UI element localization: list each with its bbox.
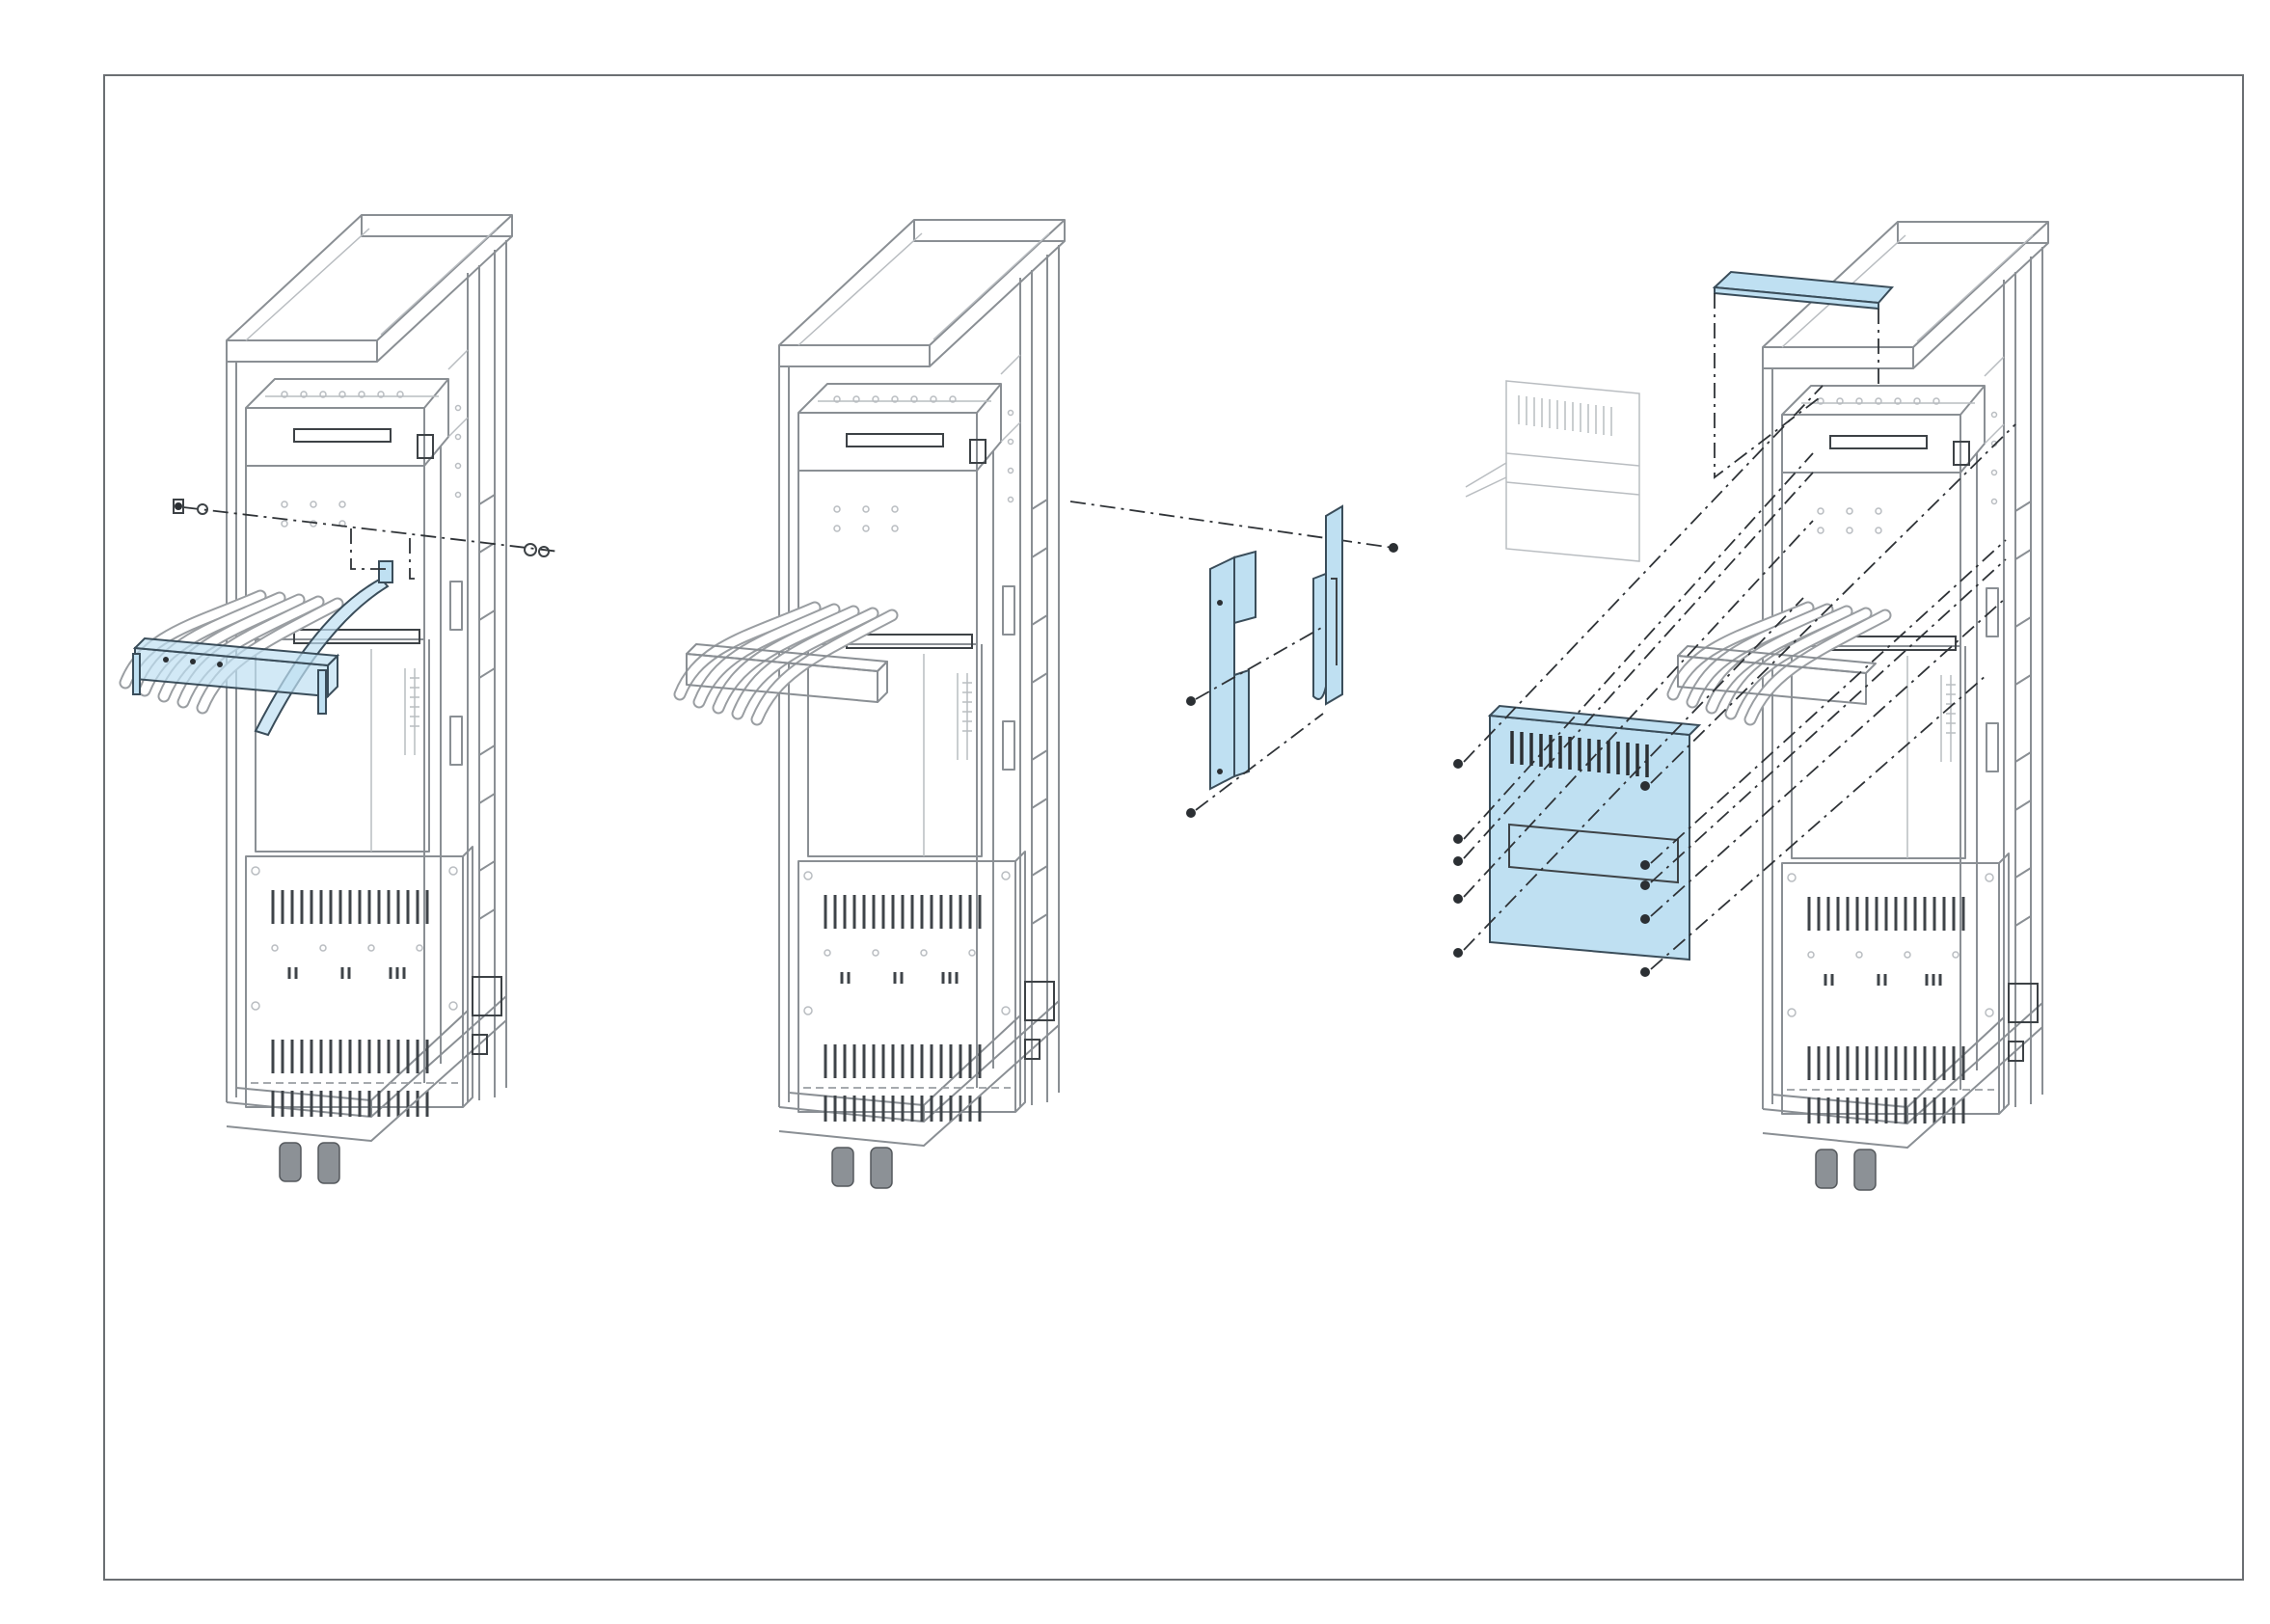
step-2-screw-lower-2 <box>1186 808 1196 818</box>
step-1-cabinet <box>227 215 512 1183</box>
step-2-cabinet <box>779 220 1065 1188</box>
step-3-removed-panel <box>1466 381 1639 561</box>
step-3-cabinet <box>1763 222 2048 1190</box>
step-3-front-vented-cover-plate <box>1490 706 1699 960</box>
step-2-left-mounting-bracket <box>1210 552 1256 789</box>
step-3-top-cover-plate <box>1715 272 1892 309</box>
step-1-strap-clip <box>379 561 392 582</box>
step-2-screw-top <box>1389 543 1398 553</box>
step-2-right-mounting-bracket <box>1313 506 1342 704</box>
step-1-screw-left <box>174 500 183 513</box>
step-2-screw-lower-1 <box>1186 696 1196 706</box>
